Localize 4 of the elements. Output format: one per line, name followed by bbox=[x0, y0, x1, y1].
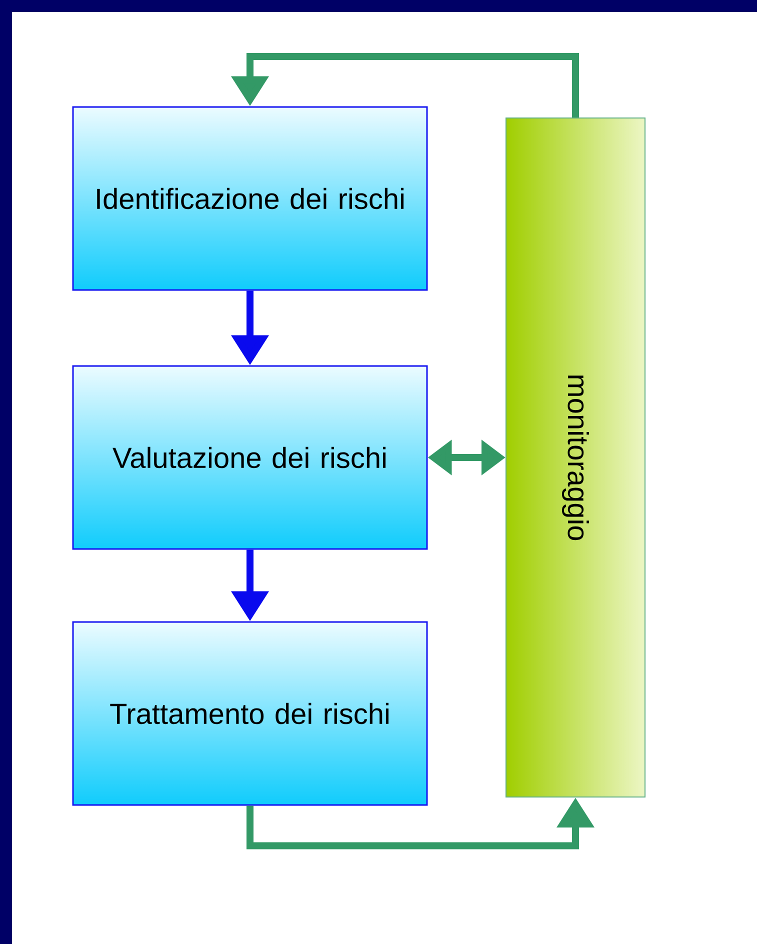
monitoring-bar: monitoraggio bbox=[506, 118, 646, 798]
process-box: Trattamento dei rischi bbox=[72, 621, 428, 806]
process-box: Identificazione dei rischi bbox=[72, 106, 428, 291]
process-box: Valutazione dei rischi bbox=[72, 365, 428, 550]
